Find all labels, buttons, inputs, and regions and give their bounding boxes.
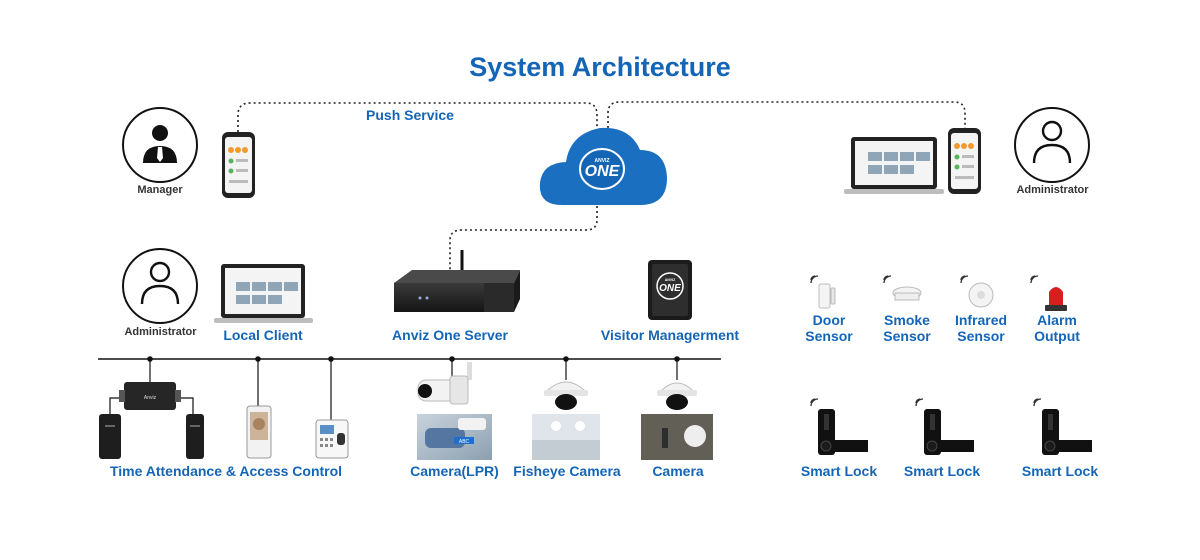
fingerprint-terminal-icon [315,419,349,459]
face-terminal-icon [246,405,272,459]
dome-camera-icon [657,382,697,410]
door-sensor-label: Door Sensor [784,312,874,344]
fisheye-camera-label: Fisheye Camera [513,463,621,479]
push-line-right [607,101,966,128]
sensor-label-line1: Alarm [1037,312,1077,328]
card-reader-right-icon [186,414,204,459]
network-bus [98,356,721,420]
alarm-output-icon [1045,287,1067,311]
time-attendance-label: Time Attendance & Access Control [109,463,343,479]
smart-lock-label-1: Smart Lock [800,463,878,479]
tablet-product-text: ONE [659,283,681,294]
administrator-avatar-icon-top [1014,107,1090,183]
infrared-sensor-label: Infrared Sensor [936,312,1026,344]
camera-lpr-label: Camera(LPR) [410,463,499,479]
wifi-icons [810,275,1042,407]
administrator-label-top: Administrator [1016,184,1089,196]
visitor-tablet-icon: ANVIZ ONE [648,260,692,320]
fisheye-camera-icon [544,381,588,410]
server-label: Anviz One Server [392,327,508,343]
tablet-brand-text: ANVIZ [665,278,676,282]
dome-photo-image [641,414,713,460]
manager-avatar-icon [122,107,198,183]
svg-text:ABC: ABC [459,439,470,445]
alarm-output-label: Alarm Output [1012,312,1102,344]
sensor-label-line2: Sensor [805,328,853,344]
door-sensor-icon [818,283,836,309]
camera-label: Camera [652,463,704,479]
fisheye-photo-image [532,414,600,460]
smoke-sensor-icon [892,286,922,301]
access-controller-icon: Anviz [119,382,181,410]
sensor-label-line2: Output [1034,328,1080,344]
server-cloud-line [449,206,598,278]
cloud-brand-text: ANVIZ [595,158,610,164]
administrator-avatar-icon-local [122,248,198,324]
administrator-label-local: Administrator [124,326,197,338]
admin-phone-icon [948,128,981,194]
lpr-camera-icon [417,362,472,405]
local-client-label: Local Client [223,327,303,343]
manager-phone-icon [222,132,255,198]
sensor-label-line2: Sensor [883,328,931,344]
smart-lock-icon-3 [1042,409,1092,455]
manager-label: Manager [137,184,183,196]
infrared-sensor-icon [968,282,994,308]
card-reader-left-icon [99,414,121,459]
smoke-sensor-label: Smoke Sensor [862,312,952,344]
sensor-label-line1: Infrared [954,312,1008,328]
smart-lock-icon-1 [818,409,868,455]
sensor-label-line2: Sensor [957,328,1005,344]
admin-laptop-icon [844,137,944,194]
lpr-photo-image: ABC [417,414,492,460]
cloud-product-text: ONE [585,163,621,180]
push-line-left [237,102,598,132]
dotted-connections [237,101,966,278]
sensor-label-line1: Smoke [884,312,930,328]
local-client-laptop-icon [214,264,313,323]
push-service-label: Push Service [366,107,454,123]
server-device-icon [394,250,520,312]
smart-lock-label-3: Smart Lock [1021,463,1099,479]
diagram-title: System Architecture [469,52,731,82]
svg-text:Anviz: Anviz [144,395,157,401]
smart-lock-icon-2 [924,409,974,455]
cloud-icon: ANVIZ ONE [539,127,667,205]
smart-lock-label-2: Smart Lock [903,463,981,479]
sensor-label-line1: Door [812,312,846,328]
visitor-management-label: Visitor Managerment [600,327,740,343]
